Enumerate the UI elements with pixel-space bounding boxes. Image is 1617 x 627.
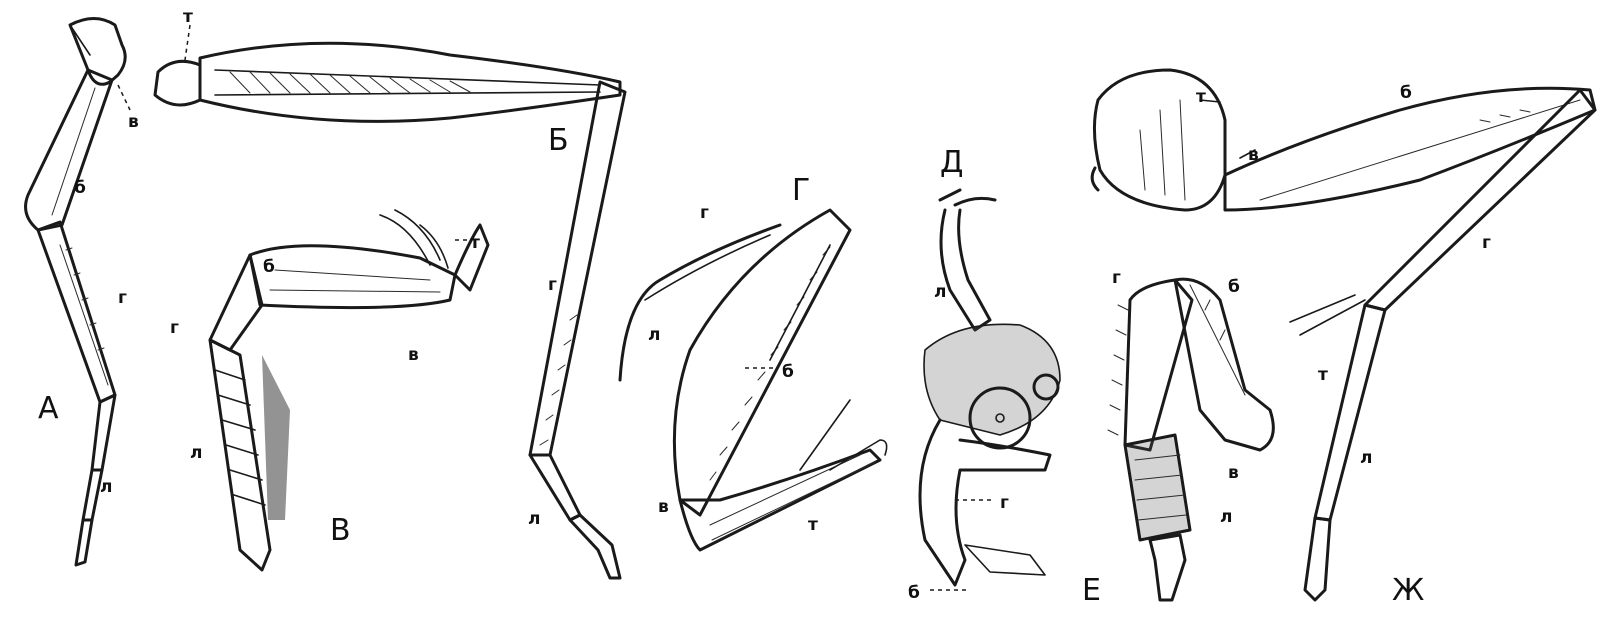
label-zh-l: л bbox=[1360, 448, 1372, 468]
label-b-l: л bbox=[528, 509, 540, 529]
leg-figure-v: т б г в л В bbox=[170, 210, 488, 570]
figure-label-a: А bbox=[38, 391, 59, 426]
label-zh-g: г bbox=[1482, 233, 1491, 253]
label-g-g: г bbox=[700, 203, 709, 223]
leg-figure-e: г б в л Е bbox=[1082, 268, 1273, 608]
label-zh-v: в bbox=[1248, 145, 1259, 165]
label-zh-b: б bbox=[1400, 83, 1412, 103]
label-d-b: б bbox=[908, 583, 920, 603]
label-zh-t-top: т bbox=[1196, 87, 1206, 107]
figure-label-zh: Ж bbox=[1392, 573, 1424, 608]
label-g-v: в bbox=[658, 497, 669, 517]
label-a-l: л bbox=[100, 477, 112, 497]
label-v-b: б bbox=[263, 257, 275, 277]
figure-label-v: В bbox=[330, 513, 351, 548]
label-zh-t: т bbox=[1318, 365, 1328, 385]
label-g-b: б bbox=[782, 362, 794, 382]
label-v-t: т bbox=[470, 233, 480, 253]
label-g-l: л bbox=[648, 325, 660, 345]
label-a-g: г bbox=[118, 288, 127, 308]
label-a-v: в bbox=[128, 112, 139, 132]
label-g-t: т bbox=[808, 515, 818, 535]
label-v-l: л bbox=[190, 443, 202, 463]
figure-label-e: Е bbox=[1082, 573, 1101, 608]
leg-figure-a: в б г л А bbox=[26, 19, 139, 566]
label-d-g: г bbox=[1000, 493, 1009, 513]
figure-label-d: Д bbox=[940, 145, 963, 180]
figure-label-b: Б bbox=[548, 123, 569, 158]
label-e-l: л bbox=[1220, 507, 1232, 527]
label-e-v: в bbox=[1228, 463, 1239, 483]
leg-figure-g: г л б в т Г bbox=[620, 173, 887, 550]
label-e-g: г bbox=[1112, 268, 1121, 288]
figure-label-g: Г bbox=[792, 173, 810, 208]
label-e-b: б bbox=[1228, 277, 1240, 297]
leg-figure-d: л г б Д bbox=[908, 145, 1060, 603]
label-b-g: г bbox=[548, 275, 557, 295]
label-a-b: б bbox=[74, 178, 86, 198]
label-v-v: в bbox=[408, 345, 419, 365]
label-v-g: г bbox=[170, 318, 179, 338]
label-d-l: л bbox=[934, 282, 946, 302]
leg-figure-b: т г л Б bbox=[155, 7, 625, 578]
label-b-t: т bbox=[183, 7, 193, 27]
